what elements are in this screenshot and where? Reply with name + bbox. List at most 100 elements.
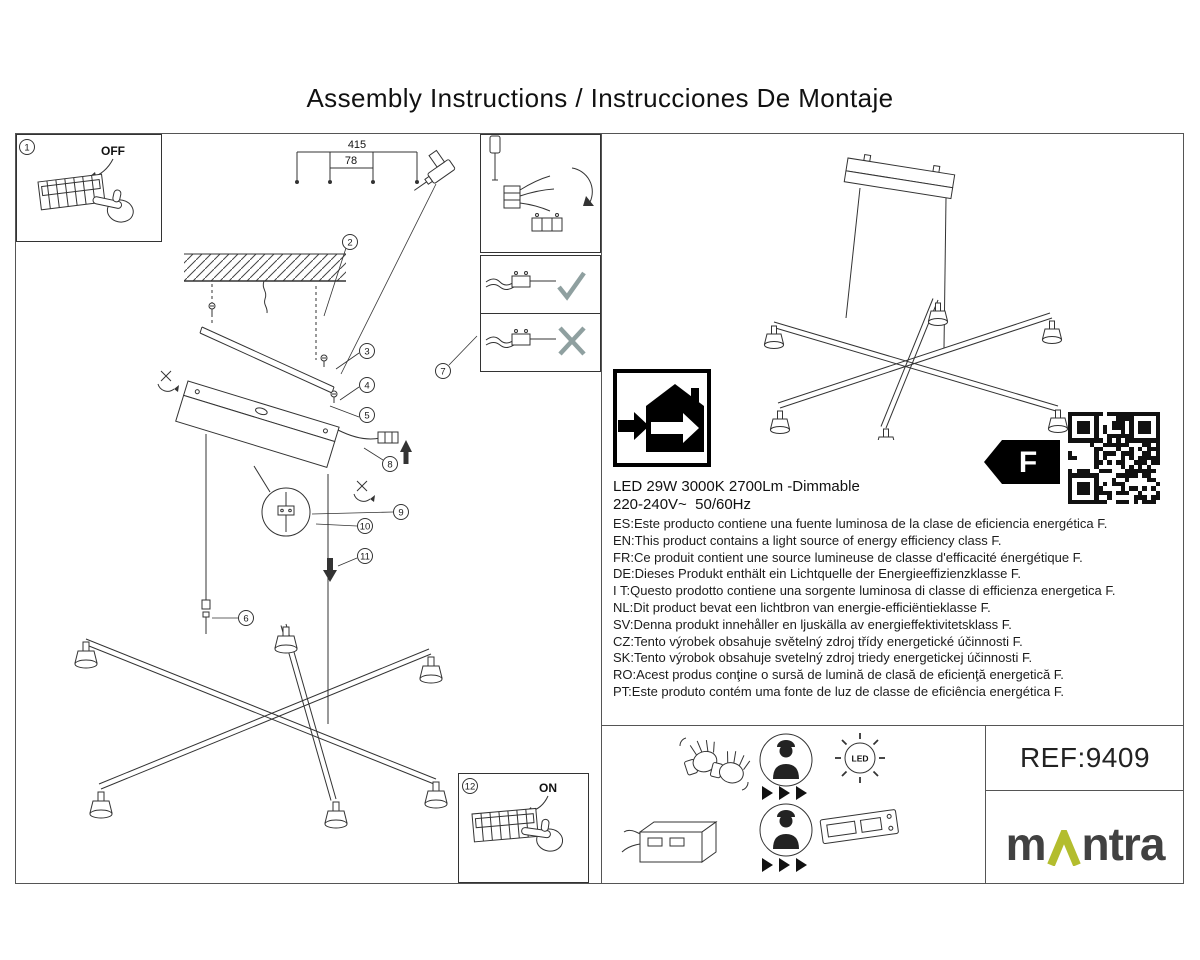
arrows-icon	[762, 858, 807, 872]
language-block: ES:Este producto contiene una fuente lum…	[613, 516, 1116, 701]
callout-11: 11	[360, 552, 370, 563]
language-line-es: ES:Este producto contiene una fuente lum…	[613, 516, 1108, 531]
spotlight-head-icon	[770, 410, 790, 434]
safety-icons: LED	[621, 733, 899, 872]
callout-10: 10	[360, 522, 371, 533]
spotlight-head-icon	[324, 801, 348, 829]
black-arrow-icon	[618, 412, 649, 440]
callout-5: 5	[364, 411, 369, 422]
energy-class-arrow: F	[984, 440, 1060, 484]
main-frame: 1 OFF 415 78 2 3 4 5 6 7 8 9 10 11 12 ON	[15, 133, 1184, 884]
ceiling-section	[184, 253, 346, 360]
spotlight-head-icon	[419, 656, 443, 684]
callout-4: 4	[364, 381, 369, 392]
screw-icon	[330, 390, 338, 404]
spec-line-2: 220-240V~ 50/60Hz	[613, 495, 752, 513]
mantra-caret-icon	[1046, 830, 1081, 866]
language-line-fr: FR:Ce produit contient une source lumine…	[613, 549, 1083, 565]
spotlight-head-icon	[274, 626, 298, 654]
up-arrow-icon	[400, 440, 412, 464]
screw-icon	[320, 354, 328, 368]
drill-dimension-figure	[295, 149, 456, 375]
step-1-panel	[16, 134, 162, 242]
fixture-bars	[771, 298, 1059, 429]
brand-logo: m ntra	[986, 791, 1184, 883]
canopy-cable	[337, 429, 381, 440]
language-line-sk: SK:Tento výrobok obsahuje svetelný zdroj…	[613, 650, 1033, 666]
step-12-panel	[458, 773, 589, 883]
screwdriver-icon	[489, 135, 501, 181]
center-divider	[601, 134, 602, 883]
callout-3: 3	[364, 347, 369, 358]
wiring-panel	[480, 134, 601, 253]
drill-icon	[414, 149, 456, 191]
spec-line-1: LED 29W 3000K 2700Lm -Dimmable	[613, 478, 860, 495]
white-arrow-icon	[651, 413, 699, 443]
screw-icon	[208, 302, 216, 316]
on-label: ON	[539, 781, 557, 795]
language-line-en: EN:This product contains a light source …	[613, 532, 1002, 548]
check-icon	[557, 271, 586, 301]
language-line-cz: CZ:Tento výrobek obsahuje světelný zdroj…	[613, 633, 1023, 649]
spotlight-head-icon	[74, 641, 98, 669]
suspension-rods	[201, 434, 329, 724]
language-line-pt: PT:Este produto contém uma fonte de luz …	[613, 683, 1064, 699]
spotlight-head-icon	[1042, 320, 1062, 344]
installer-icon	[759, 733, 813, 787]
language-line-sv: SV:Denna produkt innehåller en ljuskälla…	[613, 616, 1012, 632]
spotlight-head-icon	[89, 791, 113, 819]
finished-fixture-drawing	[764, 154, 1068, 440]
callout-8: 8	[387, 460, 392, 471]
language-line-it: I T:Questo prodotto contiene una sorgent…	[613, 583, 1116, 599]
assembly-steps-diagram: 1 OFF 415 78 2 3 4 5 6 7 8 9 10 11 12 ON	[16, 134, 601, 883]
language-line-de: DE:Dieses Produkt enthält ein Lichtquell…	[613, 566, 1022, 582]
mounting-bracket	[157, 302, 335, 394]
callout-9: 9	[398, 508, 403, 519]
spotlight-head-icon	[1048, 409, 1068, 433]
step-number: 12	[465, 782, 476, 793]
callout-7: 7	[440, 367, 445, 378]
fixture-exploded	[74, 623, 448, 829]
energy-pictogram	[613, 369, 711, 467]
no-rotate-icon	[157, 370, 180, 393]
installer-icon	[759, 803, 813, 857]
dim-415: 415	[348, 139, 366, 151]
canopy-housing	[175, 380, 412, 503]
callout-6: 6	[243, 614, 248, 625]
dim-78: 78	[345, 155, 357, 167]
callout-2: 2	[347, 238, 352, 249]
callout-circles	[238, 234, 451, 626]
breaker-strip-icon	[37, 173, 106, 211]
spotlight-head-icon	[876, 428, 896, 440]
driver-box-icon	[621, 821, 718, 863]
brand-text-right: ntra	[1081, 818, 1166, 870]
footer-divider	[601, 725, 1184, 726]
incorrect-wiring-panel	[480, 313, 601, 372]
language-line-ro: RO:Acest produs conţine o sursă de lumin…	[613, 667, 1064, 683]
ceiling-canopy	[843, 154, 956, 200]
energy-class-letter: F	[1019, 446, 1037, 479]
qr-code	[1068, 412, 1160, 504]
no-rotate-icon	[353, 480, 376, 503]
footer-right-divider	[985, 725, 986, 883]
rotate-arrow-icon	[571, 167, 593, 203]
down-arrow-icon	[323, 558, 337, 582]
correct-wiring-panel	[480, 255, 601, 314]
ceiling-cable	[262, 280, 268, 314]
breaker-strip-icon	[471, 807, 539, 843]
cross-icon	[558, 326, 586, 356]
led-badge-label: LED	[852, 754, 869, 764]
spotlight-head-icon	[424, 781, 448, 809]
callout-leaders	[212, 247, 478, 619]
language-line-nl: NL:Dit product bevat een lichtbron van e…	[613, 599, 991, 615]
ref-brand-divider	[985, 790, 1184, 791]
page-title: Assembly Instructions / Instrucciones De…	[306, 83, 894, 113]
off-label: OFF	[101, 144, 125, 158]
arrows-icon	[762, 786, 807, 800]
step-number: 1	[24, 143, 29, 154]
product-specs: LED 29W 3000K 2700Lm -Dimmable 220-240V~…	[613, 478, 860, 513]
brand-text-left: m	[1005, 818, 1047, 870]
led-driver-icon	[819, 809, 899, 845]
cable-lock-detail	[253, 465, 337, 582]
